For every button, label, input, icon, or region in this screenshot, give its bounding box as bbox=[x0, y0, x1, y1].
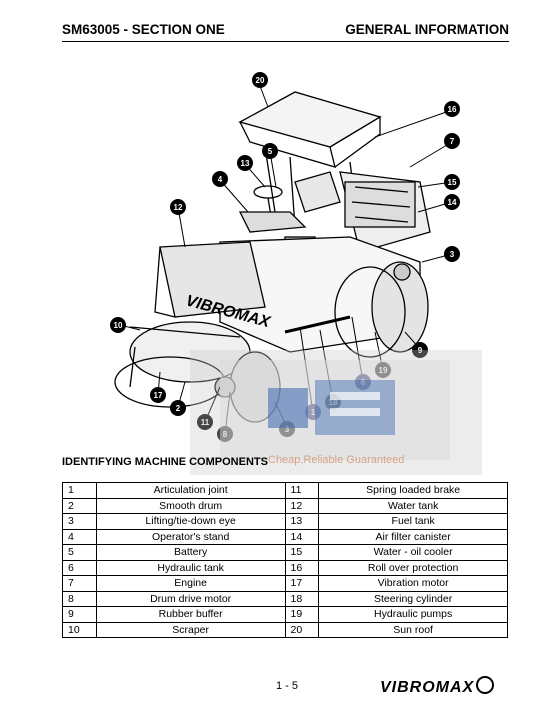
watermark-logo bbox=[190, 350, 482, 475]
callout-17: 17 bbox=[150, 387, 166, 403]
svg-text:4: 4 bbox=[218, 175, 223, 184]
callout-5: 5 bbox=[262, 143, 278, 159]
svg-text:17: 17 bbox=[154, 391, 163, 400]
svg-text:13: 13 bbox=[241, 159, 250, 168]
table-row: 6 Hydraulic tank 16 Roll over protection bbox=[62, 559, 508, 576]
table-row: 5 Battery 15 Water - oil cooler bbox=[62, 544, 508, 561]
svg-text:7: 7 bbox=[450, 137, 455, 146]
svg-text:11: 11 bbox=[201, 418, 210, 427]
svg-text:10: 10 bbox=[114, 321, 123, 330]
table-row: 10 Scraper 20 Sun roof bbox=[62, 621, 508, 638]
callout-2: 2 bbox=[170, 400, 186, 416]
page-number: 1 - 5 bbox=[276, 680, 299, 692]
table-row: 4 Operator's stand 14 Air filter caniste… bbox=[62, 528, 508, 545]
callout-13: 13 bbox=[237, 155, 253, 171]
callout-9: 9 bbox=[412, 342, 428, 358]
svg-text:20: 20 bbox=[256, 76, 265, 85]
callout-7: 7 bbox=[444, 133, 460, 149]
table-row: 9 Rubber buffer 19 Hydraulic pumps bbox=[62, 606, 508, 623]
table-row: 3 Lifting/tie-down eye 13 Fuel tank bbox=[62, 513, 508, 530]
svg-text:15: 15 bbox=[448, 178, 457, 187]
table-row: 8 Drum drive motor 18 Steering cylinder bbox=[62, 590, 508, 607]
watermark-text: Cheap,Reliable Guaranteed bbox=[268, 454, 405, 466]
components-table: 1 Articulation joint 11 Spring loaded br… bbox=[62, 482, 508, 638]
document-code: SM63005 - SECTION ONE bbox=[62, 22, 225, 37]
table-row: 1 Articulation joint 11 Spring loaded br… bbox=[62, 482, 508, 499]
header-rule bbox=[62, 41, 509, 42]
table-row: 2 Smooth drum 12 Water tank bbox=[62, 497, 508, 514]
callout-16: 16 bbox=[444, 101, 460, 117]
brand-logo: VIBROMAX bbox=[380, 676, 495, 697]
callout-11: 11 bbox=[197, 414, 213, 430]
svg-text:2: 2 bbox=[176, 404, 181, 413]
table-row: 7 Engine 17 Vibration motor bbox=[62, 575, 508, 592]
svg-text:3: 3 bbox=[450, 250, 455, 259]
callout-12: 12 bbox=[170, 199, 186, 215]
callout-3a: 3 bbox=[444, 246, 460, 262]
svg-text:16: 16 bbox=[448, 105, 457, 114]
logo-mark-icon bbox=[476, 676, 495, 694]
callout-10: 10 bbox=[110, 317, 126, 333]
svg-text:12: 12 bbox=[174, 203, 183, 212]
section-heading: GENERAL INFORMATION bbox=[345, 22, 509, 37]
svg-text:14: 14 bbox=[448, 198, 457, 207]
svg-text:5: 5 bbox=[268, 147, 273, 156]
callout-15: 15 bbox=[444, 174, 460, 190]
callout-14: 14 bbox=[444, 194, 460, 210]
page-header: SM63005 - SECTION ONE GENERAL INFORMATIO… bbox=[62, 22, 509, 44]
callout-4: 4 bbox=[212, 171, 228, 187]
section-title: IDENTIFYING MACHINE COMPONENTS bbox=[62, 456, 268, 468]
callout-20: 20 bbox=[252, 72, 268, 88]
svg-text:9: 9 bbox=[418, 346, 423, 355]
